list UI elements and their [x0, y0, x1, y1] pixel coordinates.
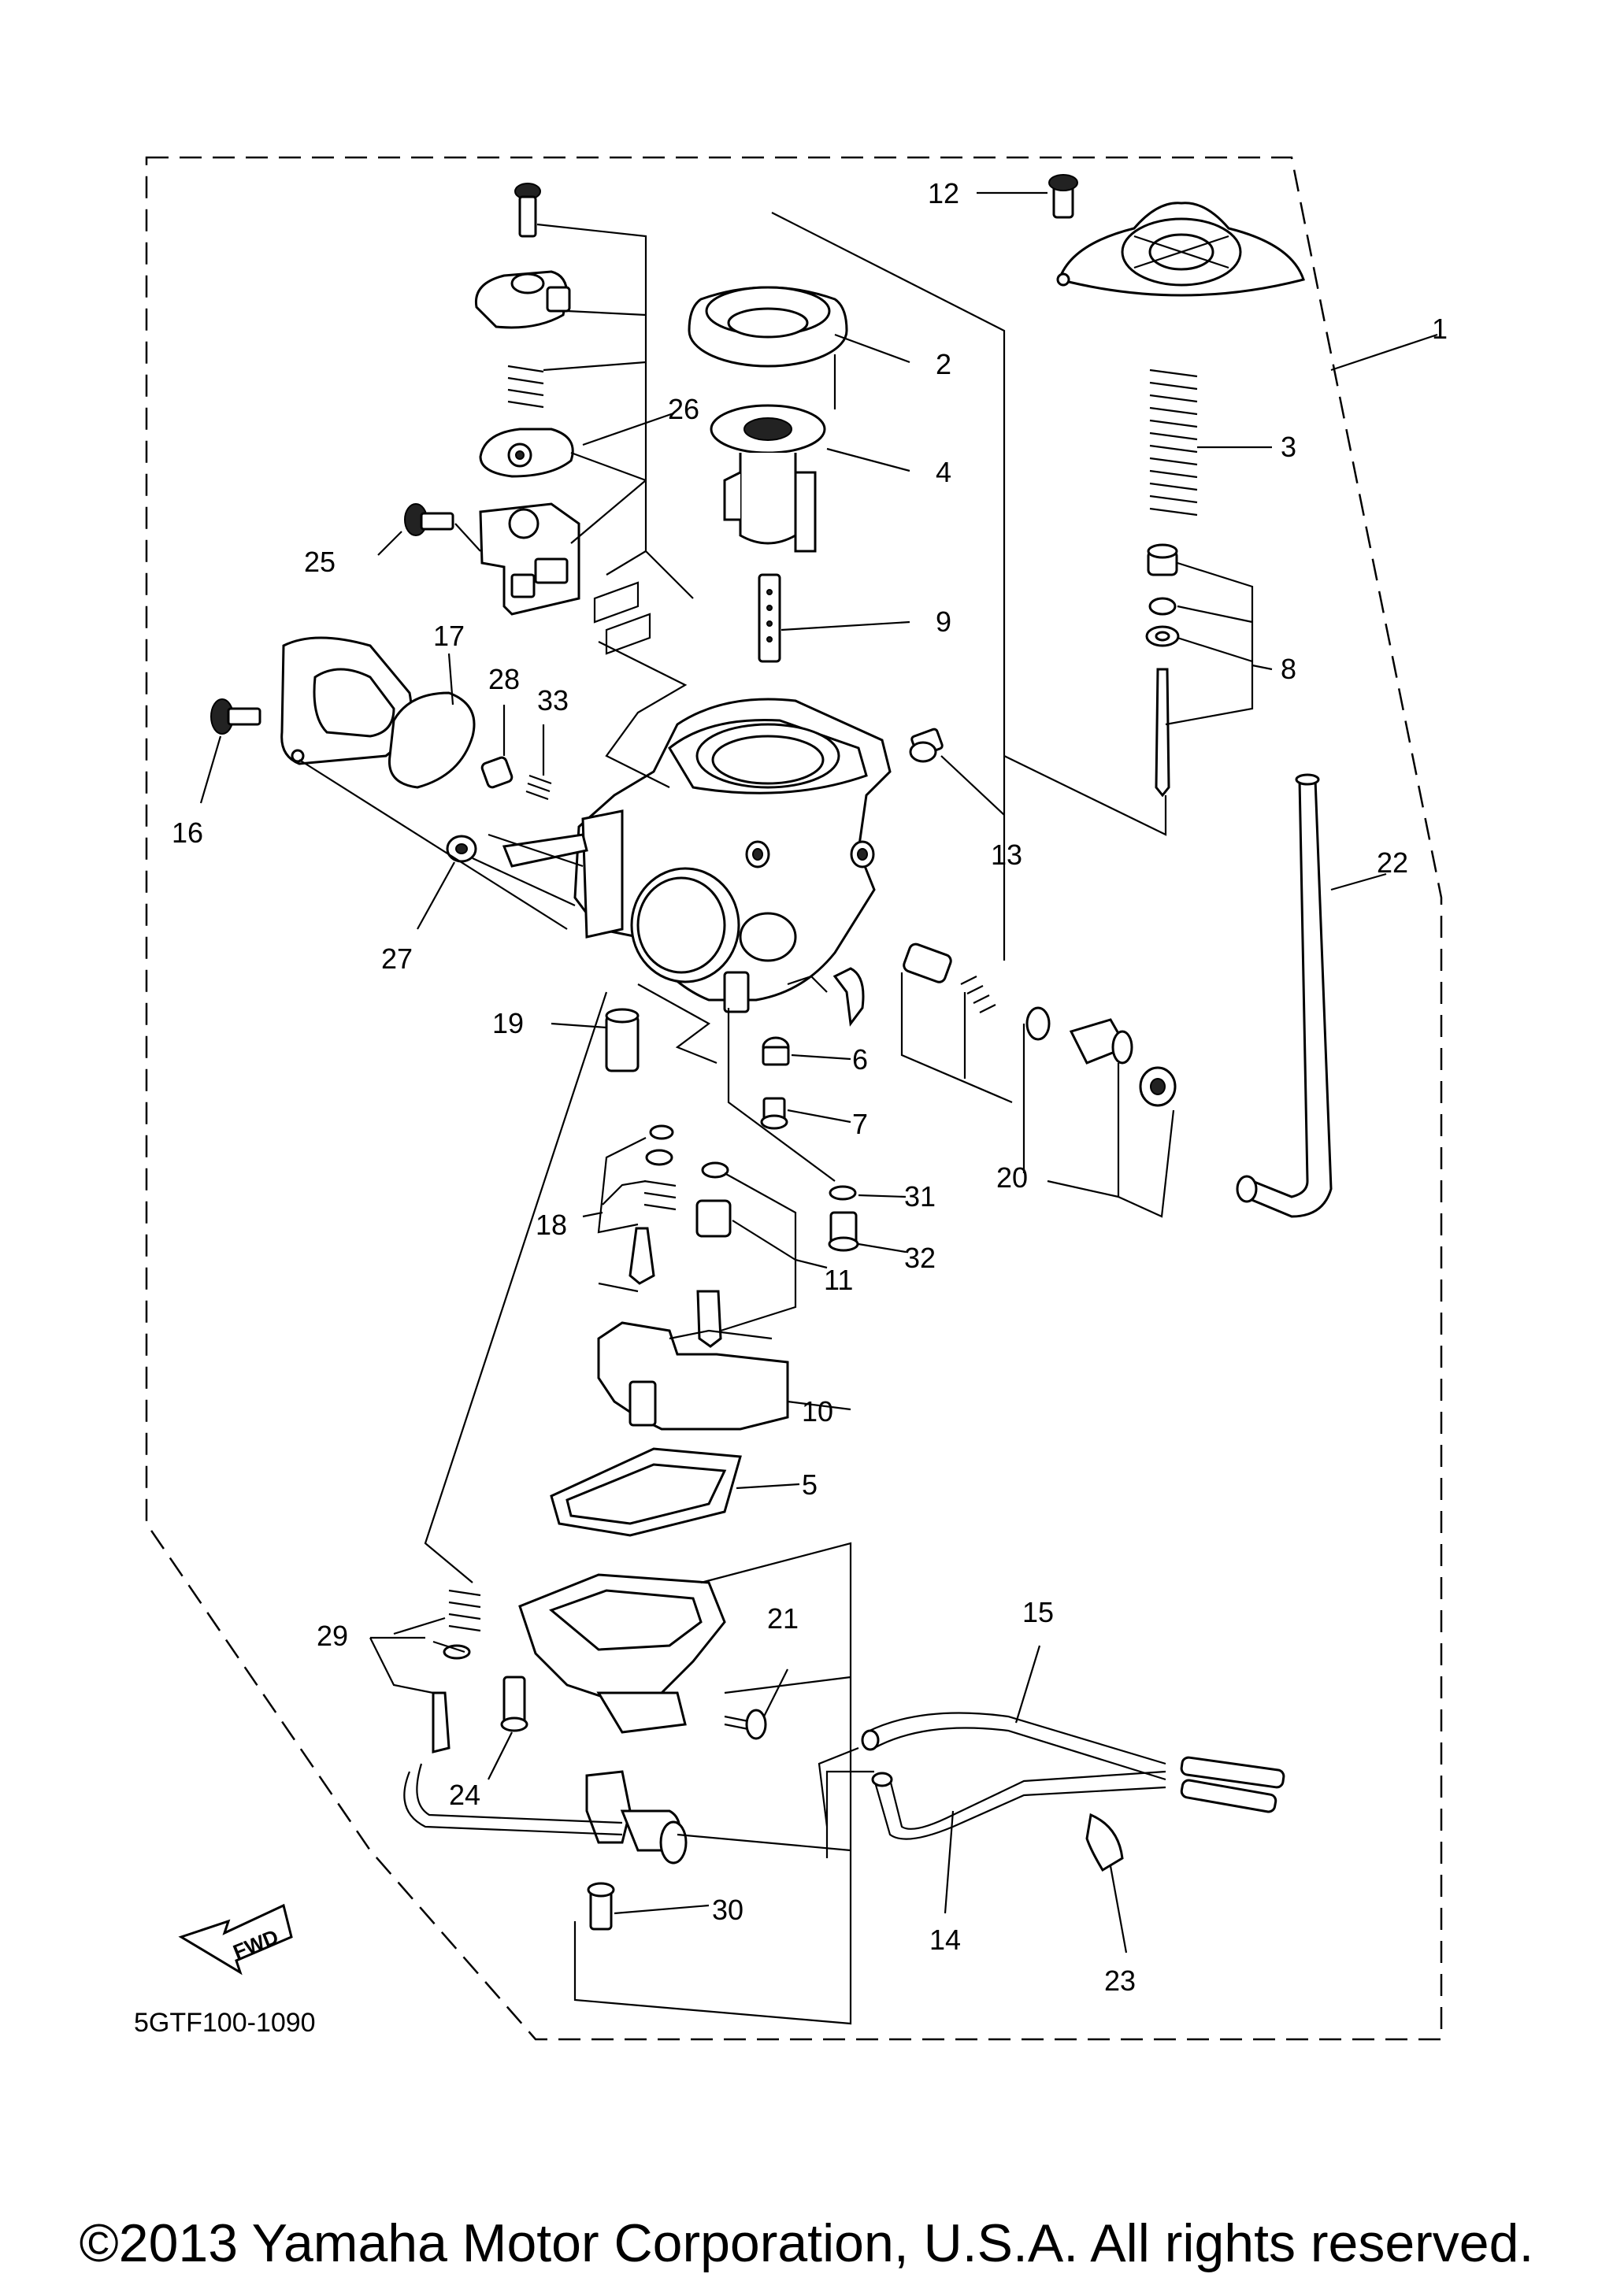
callout-25: 25 [304, 546, 336, 578]
part-9-needle-jet [758, 573, 781, 663]
part-15-hose [861, 1712, 1285, 1789]
callout-15: 15 [1022, 1596, 1054, 1628]
throttle-cam-symbol [593, 581, 651, 655]
callout-24: 24 [449, 1779, 480, 1811]
callout-13: 13 [991, 839, 1022, 871]
fwd-arrow-icon: FWD [178, 1903, 293, 1976]
callout-5: 5 [802, 1468, 818, 1501]
part-19-jet [605, 1008, 640, 1072]
part-2-diaphragm [688, 286, 848, 368]
callout-11: 11 [824, 1264, 853, 1296]
part-18-set [629, 1124, 677, 1285]
part-27-nut [446, 835, 477, 863]
part-28-pin [480, 756, 514, 789]
callout-30: 30 [712, 1894, 743, 1926]
callout-27: 27 [381, 942, 413, 975]
throttle-screw [514, 183, 541, 238]
carburetor-body [502, 698, 892, 1027]
float-bowl [518, 1573, 726, 1734]
callout-18: 18 [536, 1209, 567, 1241]
callout-23: 23 [1104, 1965, 1136, 1997]
callout-3: 3 [1281, 431, 1296, 463]
callout-12: 12 [928, 177, 959, 209]
callout-9: 9 [936, 605, 951, 638]
part-13-screw [909, 728, 944, 763]
throttle-spring [507, 365, 544, 409]
callout-14: 14 [929, 1924, 961, 1956]
part-30-screw [587, 1882, 615, 1931]
callout-10: 10 [802, 1395, 833, 1428]
callout-21: 21 [767, 1602, 799, 1635]
part-11-set [695, 1161, 732, 1348]
callout-6: 6 [852, 1043, 868, 1076]
part-14-hose [871, 1770, 1277, 1840]
part-5-gasket [550, 1447, 742, 1537]
part-21-screw [724, 1709, 767, 1740]
part-26-plate [479, 428, 574, 478]
callout-20: 20 [996, 1161, 1028, 1194]
callout-4: 4 [936, 456, 951, 488]
part-33-screw [525, 774, 552, 801]
callout-31: 31 [904, 1180, 936, 1213]
callout-33: 33 [537, 684, 569, 717]
callout-19: 19 [492, 1007, 524, 1039]
part-10-float [597, 1321, 789, 1431]
throttle-lever [474, 270, 571, 329]
callout-17: 17 [433, 620, 465, 652]
callout-2: 2 [936, 348, 951, 380]
assembly-boundary [145, 156, 1443, 2041]
copyright-notice: ©2013 Yamaha Motor Corporation, U.S.A. A… [79, 2213, 1534, 2273]
callout-32: 32 [904, 1242, 936, 1274]
part-24-screw [500, 1676, 528, 1732]
callout-1: 1 [1432, 313, 1448, 345]
callout-26: 26 [668, 393, 699, 425]
part-25-screw [404, 503, 454, 536]
throttle-bracket [479, 502, 580, 616]
part-6-jet [762, 1036, 790, 1066]
part-32-plug [828, 1211, 859, 1252]
part-4-piston [710, 404, 826, 553]
intake-gasket [280, 636, 413, 765]
part-1-cover [1056, 202, 1305, 297]
callout-29: 29 [317, 1620, 348, 1652]
part-23-clip [1085, 1813, 1124, 1872]
callout-16: 16 [172, 817, 203, 849]
callout-22: 22 [1377, 846, 1408, 879]
part-16-bolt [210, 698, 261, 735]
part-3-spring [1149, 368, 1198, 517]
part-8-needle-set [1145, 543, 1180, 798]
part-7-jet [760, 1097, 788, 1130]
part-29-set [432, 1589, 481, 1753]
carburetor-exploded-diagram: FWD [134, 156, 1448, 2041]
part-31-washer [829, 1185, 857, 1201]
drain-assembly [403, 1763, 688, 1865]
part-12-screw [1048, 174, 1078, 219]
diagram-code: 5GTF100-1090 [134, 2008, 316, 2038]
part-17-oring [387, 691, 476, 789]
part-22-hose [1236, 773, 1333, 1218]
callout-7: 7 [852, 1108, 868, 1140]
callout-28: 28 [488, 663, 520, 695]
leader-lines [199, 191, 1438, 2025]
part-20-pilot-set [903, 942, 1177, 1107]
callout-8: 8 [1281, 653, 1296, 685]
